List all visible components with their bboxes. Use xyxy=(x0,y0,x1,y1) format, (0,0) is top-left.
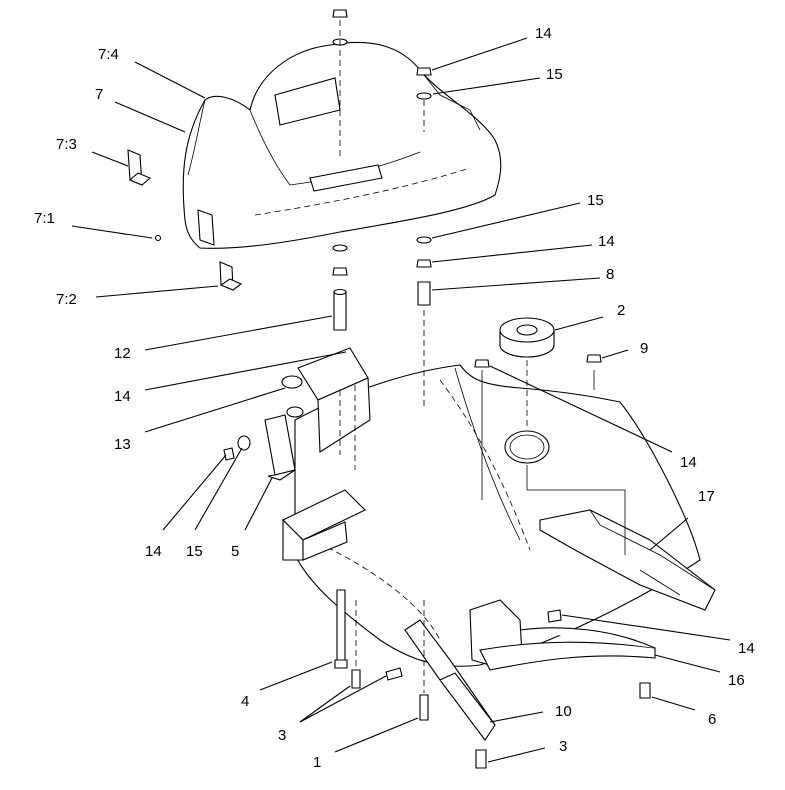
bolt-1 xyxy=(419,600,429,721)
right-stack xyxy=(416,67,432,410)
callout-8: 8 xyxy=(606,266,614,283)
cover-clip-7-1 xyxy=(154,209,215,246)
cover-bracket-7-2 xyxy=(219,261,243,291)
callout-3-a: 3 xyxy=(278,727,286,744)
callout-2: 2 xyxy=(617,302,625,319)
leader-lines xyxy=(71,37,731,763)
callout-14-baffle: 14 xyxy=(738,640,755,657)
callout-labels: 7:4 7 7:3 7:1 7:2 12 14 13 14 15 5 4 3 1… xyxy=(34,25,755,771)
blade-17 xyxy=(526,465,716,611)
nut-9 xyxy=(586,354,602,390)
screw-14-baffle xyxy=(547,609,562,623)
nut-stack-center xyxy=(332,9,348,276)
bolt-4 xyxy=(334,589,348,669)
cover-bracket-7-3 xyxy=(127,149,152,186)
callout-3-b: 3 xyxy=(559,738,567,755)
callout-5: 5 xyxy=(231,543,239,560)
callout-6: 6 xyxy=(708,711,716,728)
callout-7-1: 7:1 xyxy=(34,210,55,227)
callout-16: 16 xyxy=(728,672,745,689)
mount-bracket-13 xyxy=(281,347,371,470)
callout-7-4: 7:4 xyxy=(98,46,119,63)
callout-14-mid: 14 xyxy=(598,233,615,250)
bolt-6 xyxy=(639,682,651,699)
callout-10: 10 xyxy=(555,703,572,720)
mower-deck xyxy=(294,364,701,667)
bolts-3-left xyxy=(351,600,403,689)
callout-7-2: 7:2 xyxy=(56,291,77,308)
callout-15-a: 15 xyxy=(186,543,203,560)
bracket-5 xyxy=(264,414,296,481)
baffle-16 xyxy=(469,599,656,671)
callout-13: 13 xyxy=(114,436,131,453)
callout-14-deck: 14 xyxy=(680,454,697,471)
callout-4: 4 xyxy=(241,693,249,710)
callout-1: 1 xyxy=(313,754,321,771)
callout-7: 7 xyxy=(95,86,103,103)
anti-scalp-bracket xyxy=(282,489,366,561)
callout-14-top: 14 xyxy=(535,25,552,42)
callout-9: 9 xyxy=(640,340,648,357)
belt-cover xyxy=(182,41,502,249)
nut-14-deck xyxy=(474,359,490,500)
callout-7-3: 7:3 xyxy=(56,136,77,153)
bolt-3-bottom xyxy=(475,749,487,769)
callout-15-top: 15 xyxy=(546,66,563,83)
callout-14-a: 14 xyxy=(114,388,131,405)
callout-17: 17 xyxy=(698,488,715,505)
callout-14-b: 14 xyxy=(145,543,162,560)
washer-nut-left xyxy=(223,435,251,461)
callout-15-mid: 15 xyxy=(587,192,604,209)
pulley-2 xyxy=(499,317,555,430)
spacer-12 xyxy=(333,288,347,331)
callout-12: 12 xyxy=(114,345,131,362)
support-arm-10 xyxy=(404,619,496,741)
